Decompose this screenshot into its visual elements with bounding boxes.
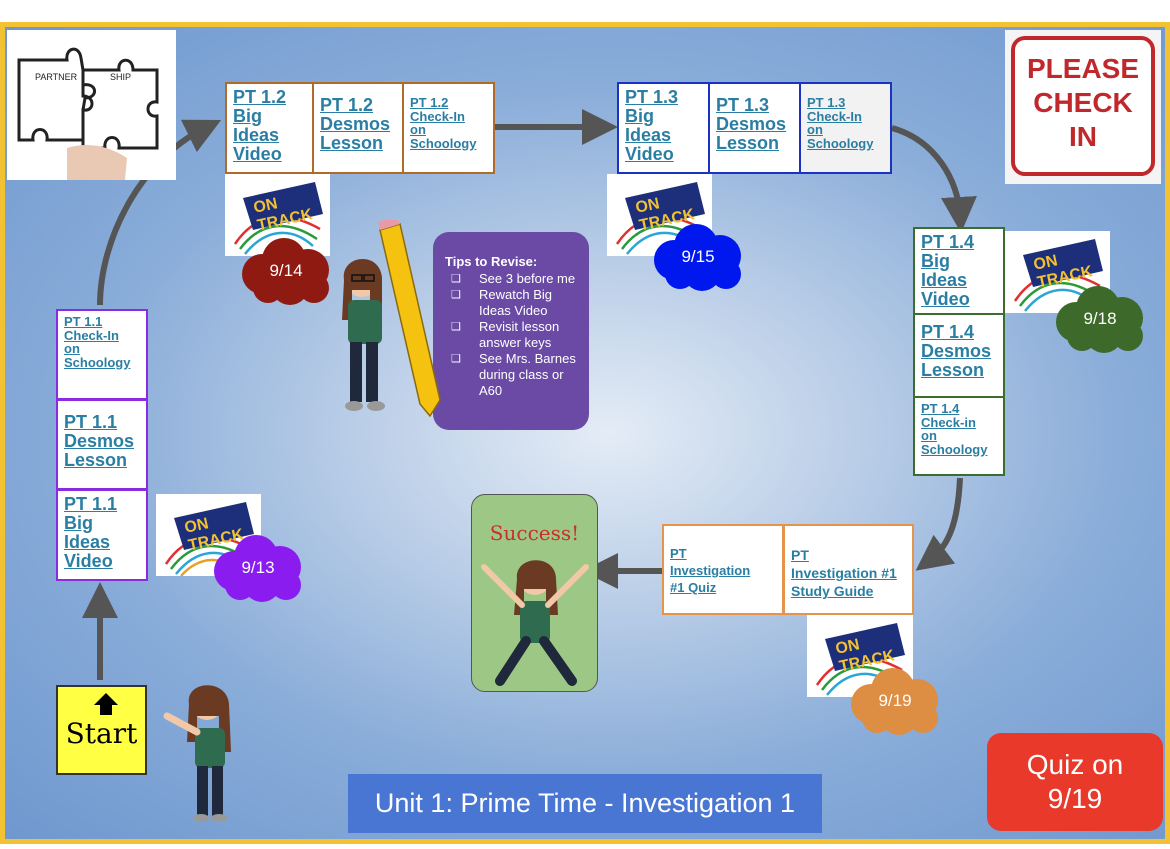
date-cloud-915: 9/15 — [652, 222, 744, 292]
date-cloud-918: 9/18 — [1054, 284, 1146, 354]
date-913: 9/13 — [241, 558, 275, 577]
tips-to-revise-box: Tips to Revise: See 3 before me Rewatch … — [433, 232, 589, 430]
quiz-date-box: Quiz on 9/19 — [987, 733, 1163, 831]
date-915: 9/15 — [681, 247, 715, 266]
tip-item: See 3 before me — [445, 271, 579, 287]
date-918: 9/18 — [1083, 309, 1117, 328]
partnership-puzzle-image: PARTNER SHIP — [7, 30, 176, 180]
partner-word: PARTNER — [35, 72, 78, 82]
unit-title-bar: Unit 1: Prime Time - Investigation 1 — [348, 774, 822, 833]
quiz-line1: Quiz on — [1026, 749, 1124, 780]
check-sign-line1: PLEASE — [1026, 53, 1140, 84]
check-sign-line2: CHECK — [1033, 87, 1133, 118]
avatar-pointing — [163, 685, 231, 822]
up-arrow-icon — [94, 693, 118, 705]
date-919: 9/19 — [878, 691, 912, 710]
tip-item: Revisit lesson answer keys — [445, 319, 579, 351]
date-cloud-914: 9/14 — [240, 236, 332, 306]
quiz-line2: 9/19 — [1047, 783, 1103, 814]
start-square[interactable]: Start — [56, 685, 147, 775]
date-cloud-919: 9/19 — [849, 666, 941, 736]
success-label: Success! — [489, 521, 580, 545]
date-914: 9/14 — [269, 261, 303, 280]
ship-word: SHIP — [110, 72, 132, 82]
check-sign-line3: IN — [1069, 121, 1097, 152]
tip-item: Rewatch Big Ideas Video — [445, 287, 579, 319]
success-box: Success! — [471, 494, 598, 692]
date-cloud-913: 9/13 — [212, 533, 304, 603]
tip-item: See Mrs. Barnes during class or A60 — [445, 351, 579, 399]
tips-title: Tips to Revise: — [445, 254, 538, 269]
tips-list: See 3 before me Rewatch Big Ideas Video … — [445, 271, 579, 399]
avatar-celebrating — [481, 560, 589, 686]
on-track-logo: ON TRACK — [225, 174, 330, 256]
avatar-with-pencil — [342, 220, 441, 418]
start-label: Start — [65, 717, 138, 750]
please-check-in-sign[interactable]: PLEASE CHECK IN — [1005, 30, 1161, 184]
